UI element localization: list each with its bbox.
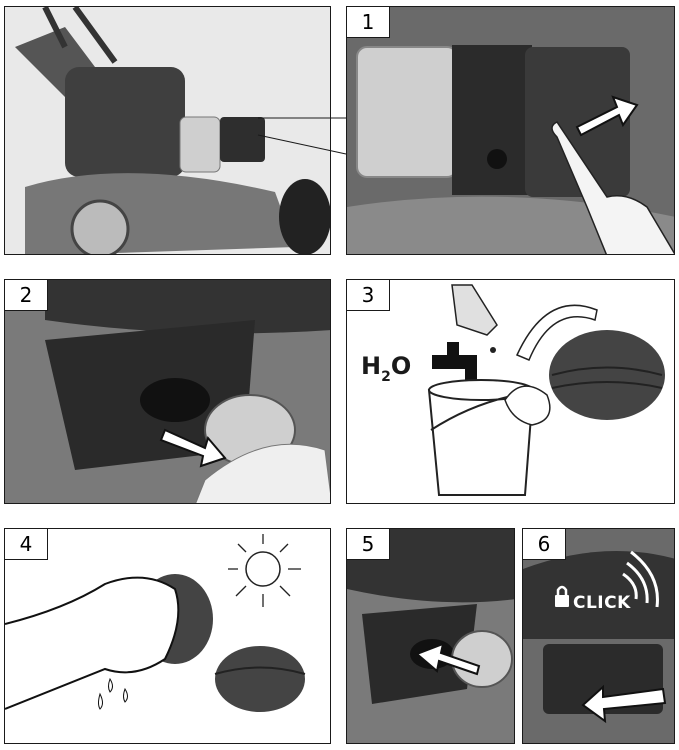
air-filter-cover-illustration [347,7,674,254]
bottle-icon [451,284,498,353]
click-label: CLICK [573,593,631,613]
step-2-panel: 2 [4,279,331,504]
step-number: 4 [5,529,48,560]
water-formula: H2O [361,352,412,385]
drops-icon [98,677,128,710]
step-number: 3 [347,280,390,311]
hand-outline [5,576,180,710]
step-6-panel: 6 CLICK [522,528,675,744]
arrow-left [581,684,667,724]
water-tap-icon [432,342,477,380]
arrow-left [415,642,481,676]
lock-icon [555,585,569,607]
finger-hand [551,121,674,254]
curved-arrow [515,304,598,361]
drying-filter [215,646,305,712]
step-5-panel: 5 [346,528,515,744]
reinsert-filter-illustration [347,529,514,743]
sound-waves-icon [622,550,659,608]
foam-filter [549,330,665,420]
step-number: 1 [347,7,390,38]
step-number: 5 [347,529,390,560]
arrow-down-right [159,428,227,468]
lawnmower-illustration [5,7,330,254]
remove-filter-illustration [5,280,330,503]
sun-icon [228,534,301,607]
step-3-panel: 3 H2O [346,279,675,504]
overview-photo [4,6,331,255]
step-number: 6 [523,529,566,560]
step-1-panel: 1 [346,6,675,255]
cloth-icon [504,385,551,426]
wash-filter-illustration [427,284,665,496]
squeeze-dry-illustration [5,534,306,712]
bucket-icon [427,379,535,496]
arrow-up-right [575,95,639,137]
step-number: 2 [5,280,48,311]
step-4-panel: 4 [4,528,331,744]
close-cover-illustration [523,529,674,743]
